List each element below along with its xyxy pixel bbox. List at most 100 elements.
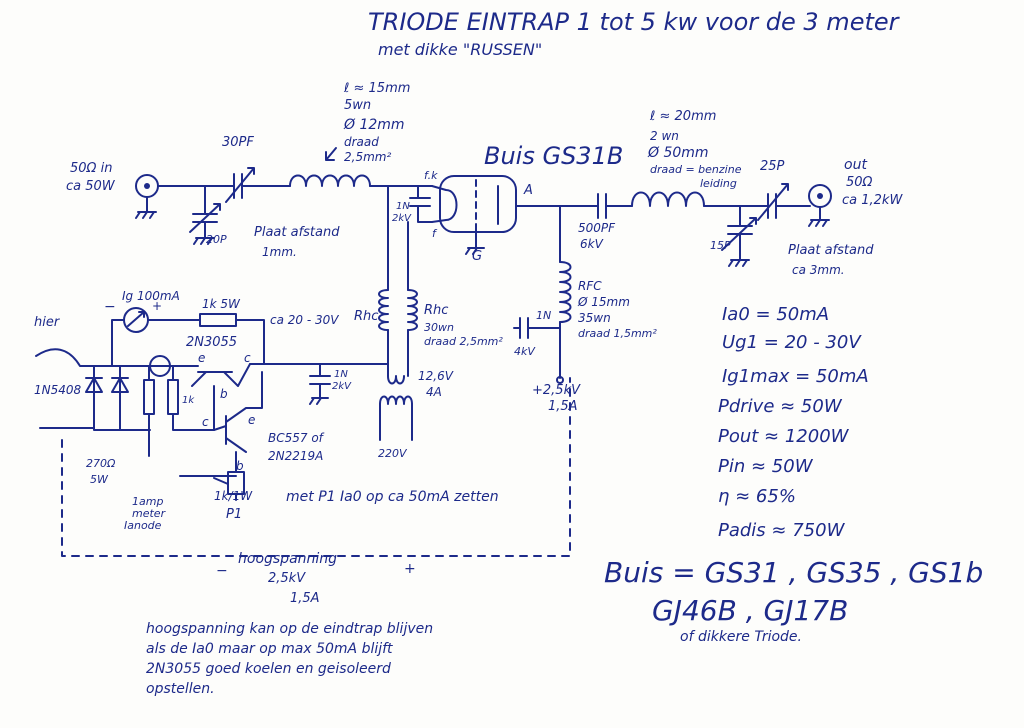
- input-shunt-cap-label: 20P: [206, 233, 227, 246]
- rhc-right-wire: draad 2,5mm²: [424, 335, 503, 348]
- anode-cap-voltage: 4kV: [514, 345, 535, 358]
- output-connector-symbol: [808, 184, 832, 227]
- hier-arrow: [35, 348, 95, 367]
- spec-pout: Pout ≈ 1200W: [718, 426, 849, 447]
- transistor-bc557-symbol: [213, 371, 263, 473]
- output-shunt-cap-label: 15P: [710, 239, 731, 252]
- grid-meter-label: Ig 100mA: [122, 289, 180, 303]
- tube-alternatives-line-2: GJ46B , GJ17B: [652, 594, 849, 627]
- bias-set-note: met P1 Ia0 op ca 50mA zetten: [286, 489, 499, 505]
- resistor-270-label: 270Ω: [86, 457, 116, 470]
- grid-meter-symbol: [111, 307, 201, 367]
- output-plate-note-2: ca 3mm.: [792, 263, 845, 277]
- grid-voltage-label: ca 20 - 30V: [270, 313, 339, 327]
- potentiometer-label: 1k/1W: [214, 489, 253, 503]
- tube-symbol: [431, 175, 595, 255]
- bias-decoupling-capacitor-symbol: [309, 363, 331, 405]
- hier-label: hier: [34, 315, 60, 330]
- hv-return-loop: [61, 377, 571, 557]
- input-coil-diameter: Ø 12mm: [344, 117, 405, 133]
- rf-output-power: ca 1,2kW: [842, 193, 903, 208]
- anode-meter-label-2: meter: [132, 507, 166, 520]
- transistor-2-label: BC557 of: [268, 431, 323, 445]
- title-line-1: TRIODE EINTRAP 1 tot 5 kw voor de 3 mete…: [368, 8, 899, 36]
- tube-fk-label: f.k: [424, 169, 438, 182]
- decoupling-cap-value: 1N: [396, 201, 410, 212]
- input-coil-wire: draad: [344, 135, 379, 149]
- tube-a-label: A: [524, 183, 533, 198]
- note-line-2: als de Ia0 maar op max 50mA blijft: [146, 641, 393, 657]
- rfc-label: RFC: [578, 279, 602, 293]
- transistor-2-emitter: e: [248, 413, 256, 427]
- output-coil-wire: draad = benzine: [650, 163, 742, 176]
- transformer-primary: 220V: [378, 447, 407, 460]
- filament-voltage: 12,6V: [418, 369, 453, 383]
- output-shunt-capacitor-symbol: [721, 205, 757, 267]
- note-line-4: opstellen.: [146, 681, 215, 697]
- transistor-2-collector: c: [202, 415, 209, 429]
- transistor-2-alt: 2N2219A: [268, 449, 324, 463]
- output-series-capacitor-symbol: [757, 183, 811, 221]
- bias-cap-voltage: 2kV: [332, 381, 351, 392]
- hv-supply-current: 1,5A: [290, 591, 320, 606]
- title-line-2: met dikke "RUSSEN": [378, 40, 543, 59]
- input-coil-length: ℓ ≈ 15mm: [344, 81, 411, 96]
- tube-alternatives-line-3: of dikkere Triode.: [680, 629, 802, 645]
- output-plate-note-1: Plaat afstand: [788, 243, 874, 258]
- input-coil-wire-size: 2,5mm²: [344, 150, 392, 164]
- resistor-1k5w-symbol: [199, 313, 265, 365]
- input-plate-note-1: Plaat afstand: [254, 225, 340, 240]
- filament-decoupling-capacitor-symbol: [409, 185, 433, 223]
- spec-ia0: Ia0 = 50mA: [722, 304, 830, 325]
- output-coil-wire-2: leiding: [700, 177, 737, 190]
- transistor-1-base: b: [220, 387, 228, 401]
- input-series-cap-label: 30PF: [222, 135, 254, 150]
- input-shunt-capacitor-symbol: [189, 185, 221, 245]
- hv-supply-minus: −: [216, 563, 228, 579]
- coupling-capacitor-symbol: [593, 193, 633, 219]
- note-line-3: 2N3055 goed koelen en geisoleerd: [146, 661, 391, 677]
- tube-g-label: G: [472, 249, 483, 264]
- note-line-1: hoogspanning kan op de eindtrap blijven: [146, 621, 434, 637]
- resistor-270-watt: 5W: [90, 473, 108, 486]
- rfc-turns: 35wn: [578, 311, 611, 325]
- tube-name: Buis GS31B: [484, 142, 624, 170]
- input-plate-note-2: 1mm.: [262, 245, 297, 259]
- output-series-cap-label: 25P: [760, 159, 785, 174]
- anode-supply-current: 1,5A: [548, 399, 578, 414]
- output-coil-turns: 2 wn: [650, 129, 679, 143]
- output-coil-diameter: Ø 50mm: [648, 145, 709, 161]
- diode-label: 1N5408: [34, 383, 82, 397]
- decoupling-cap-voltage: 2kV: [392, 213, 411, 224]
- anode-supply-voltage: +2,5kV: [532, 383, 580, 398]
- rhc-right-label: Rhc: [424, 303, 449, 318]
- resistor-1k-label: 1k: [182, 395, 195, 406]
- rhc-right-turns: 30wn: [424, 321, 454, 334]
- transistor-1-label: 2N3055: [186, 335, 238, 350]
- output-coil-symbol: [631, 191, 763, 207]
- tube-alternatives-line-1: Buis = GS31 , GS35 , GS1b: [604, 556, 984, 589]
- coupling-cap-voltage: 6kV: [580, 237, 603, 251]
- rfc-diameter: Ø 15mm: [578, 295, 630, 309]
- input-coil-turns: 5wn: [344, 98, 372, 113]
- output-coil-length: ℓ ≈ 20mm: [650, 109, 717, 124]
- spec-pin: Pin ≈ 50W: [718, 456, 813, 477]
- tube-f-label: f: [432, 227, 436, 240]
- spec-pdrive: Pdrive ≈ 50W: [718, 396, 842, 417]
- transistor-2-base: b: [236, 459, 244, 473]
- grid-meter-minus: −: [104, 299, 116, 315]
- transistor-1-collector: c: [244, 351, 251, 365]
- rf-input-label: 50Ω in: [70, 161, 113, 176]
- diodes-symbol: [85, 365, 171, 431]
- bias-cap-value: 1N: [334, 369, 348, 380]
- transistor-2n3055-symbol: [169, 363, 251, 411]
- rf-output-label: out: [844, 157, 867, 173]
- input-series-capacitor-symbol: [225, 167, 291, 203]
- coupling-cap-value: 500PF: [578, 221, 616, 235]
- rf-input-power: ca 50W: [66, 179, 115, 194]
- rfc-symbol: [513, 205, 572, 384]
- anode-cap-value: 1N: [536, 309, 552, 322]
- transistor-1-emitter: e: [198, 351, 206, 365]
- potentiometer-symbol: [179, 471, 245, 501]
